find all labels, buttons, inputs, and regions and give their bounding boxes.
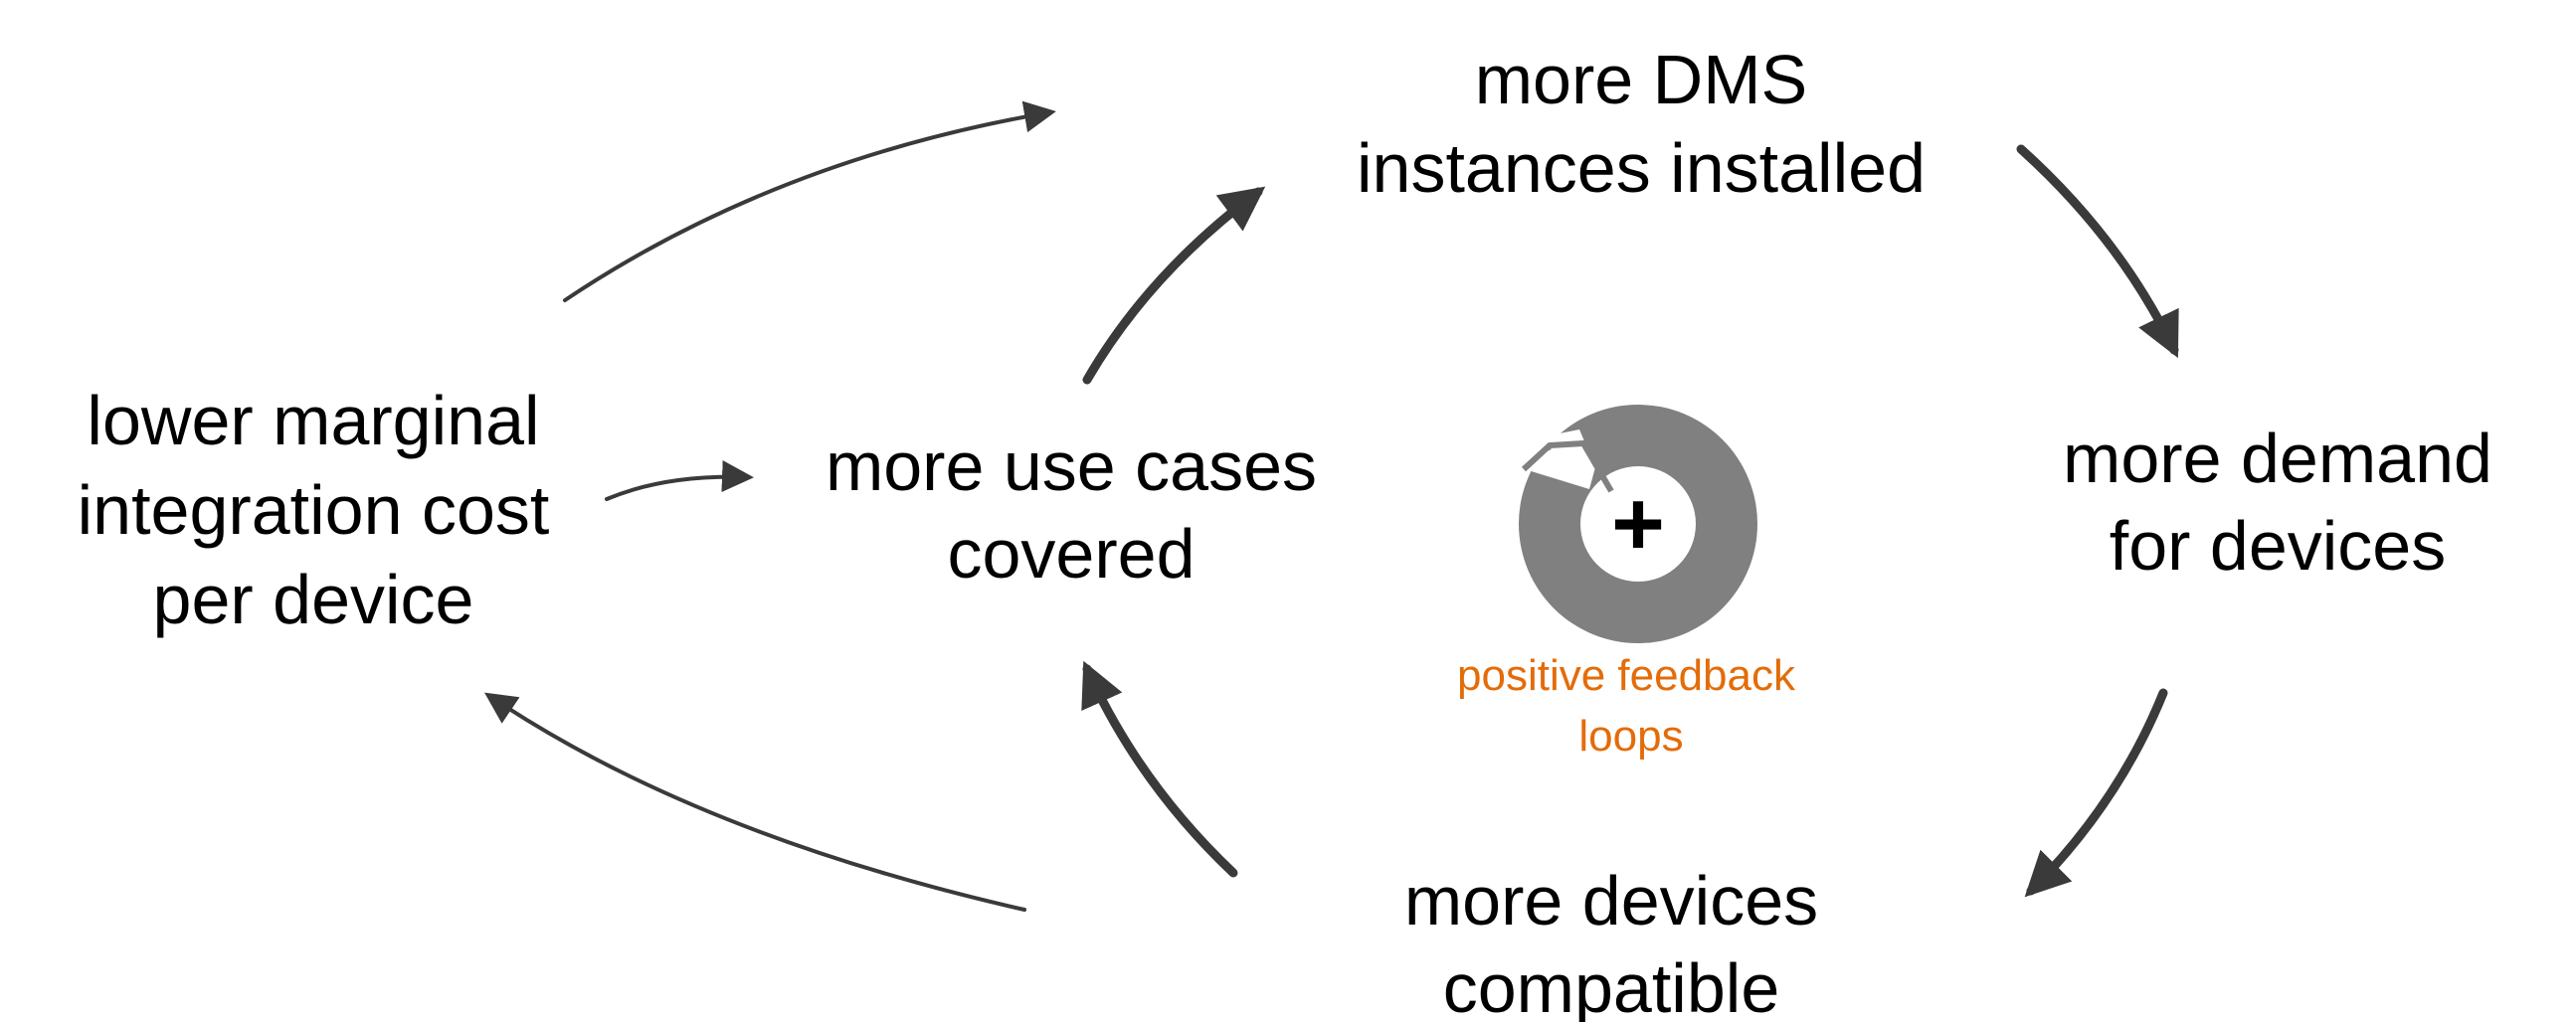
- arrow-cost-to-usecases: [605, 460, 754, 501]
- node-dms-installed-line2: instances installed: [1357, 129, 1926, 207]
- arrow-dms-to-demand: [2016, 144, 2179, 359]
- arrow-devices-to-usecases: [1081, 660, 1238, 878]
- node-demand-devices-line1: more demand: [2063, 420, 2492, 497]
- node-marginal-cost-line2: integration cost: [78, 471, 550, 549]
- node-devices-compatible-line1: more devices: [1404, 862, 1818, 939]
- loop-plus-icon: +: [1512, 405, 1757, 643]
- node-marginal-cost-line3: per device: [153, 561, 474, 638]
- node-devices-compatible: more devices compatible: [1404, 862, 1818, 1022]
- arrow-devices-to-cost: [484, 692, 1026, 912]
- arrow-cost-to-dms: [563, 100, 1056, 302]
- arrow-usecases-to-dms: [1082, 186, 1266, 385]
- node-devices-compatible-line2: compatible: [1443, 949, 1780, 1022]
- node-use-cases: more use cases covered: [826, 427, 1317, 593]
- node-demand-devices-line2: for devices: [2110, 507, 2446, 585]
- node-use-cases-line1: more use cases: [826, 427, 1317, 505]
- plus-symbol: +: [1611, 473, 1665, 575]
- badge-label: positive feedback loops: [1457, 651, 1796, 761]
- badge-label-line1: positive feedback: [1457, 651, 1796, 700]
- node-dms-installed-line1: more DMS: [1475, 41, 1807, 118]
- node-marginal-cost-line1: lower marginal: [87, 382, 539, 459]
- node-marginal-cost: lower marginal integration cost per devi…: [78, 382, 550, 638]
- badge-label-line2: loops: [1578, 712, 1683, 761]
- node-use-cases-line2: covered: [947, 515, 1195, 593]
- arrow-demand-to-devices: [2024, 688, 2168, 898]
- node-dms-installed: more DMS instances installed: [1357, 41, 1926, 207]
- node-demand-devices: more demand for devices: [2063, 420, 2492, 585]
